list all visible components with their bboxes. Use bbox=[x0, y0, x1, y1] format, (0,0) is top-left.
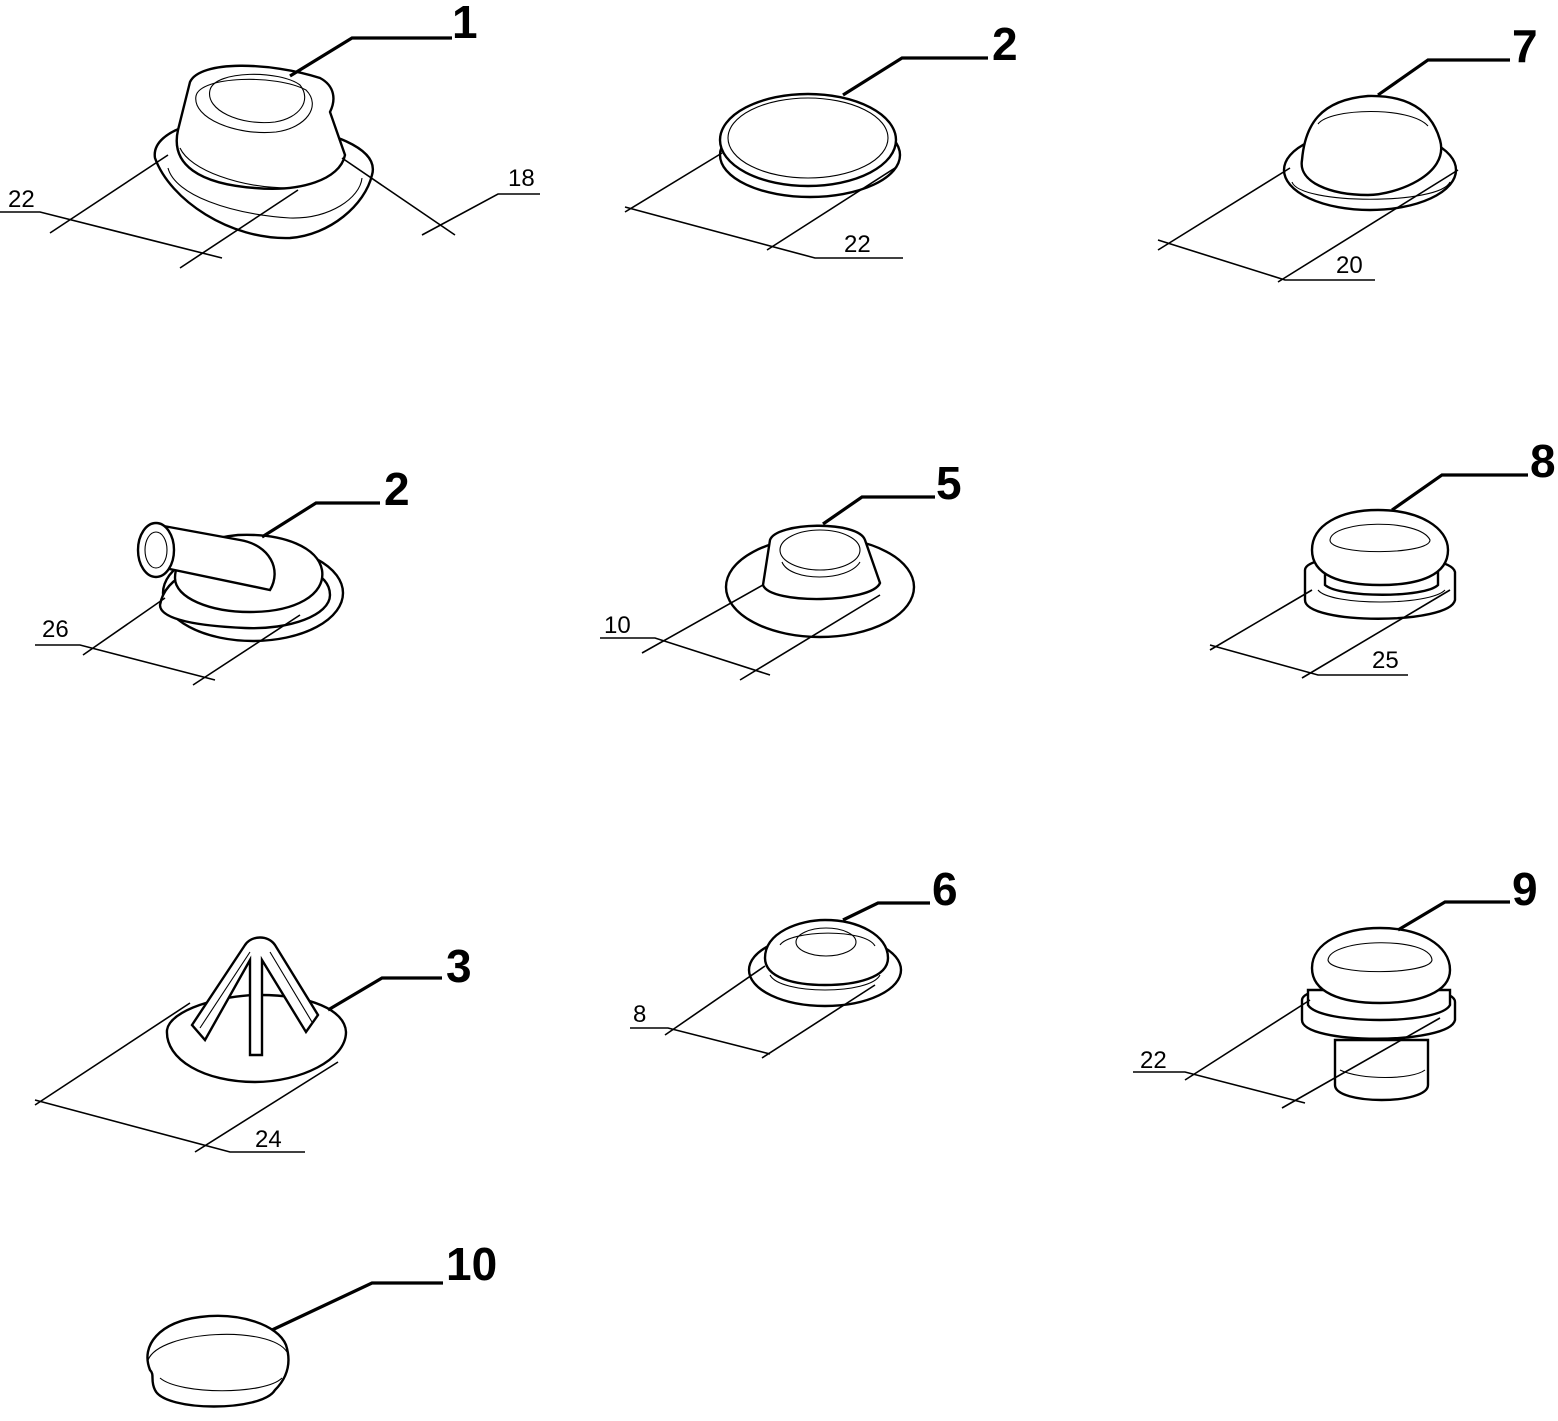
dimension-label: 10 bbox=[604, 612, 631, 639]
callout-label: 9 bbox=[1512, 863, 1538, 915]
part-8: 8 25 bbox=[1209, 435, 1556, 679]
callout-label: 10 bbox=[446, 1238, 497, 1290]
callout-label: 7 bbox=[1512, 20, 1538, 72]
part-6: 6 8 bbox=[630, 863, 958, 1059]
dimension-label: 22 bbox=[1140, 1047, 1167, 1074]
callout-label: 1 bbox=[452, 0, 478, 48]
part-5: 5 10 bbox=[600, 457, 962, 681]
part-2: 2 26 bbox=[35, 463, 410, 686]
dimension-label: 18 bbox=[508, 165, 535, 192]
dimension-label: 22 bbox=[844, 231, 871, 258]
dimension-label: 26 bbox=[42, 616, 69, 643]
callout-label: 2 bbox=[384, 463, 410, 515]
dimension-label: 24 bbox=[255, 1126, 282, 1153]
callout-label: 8 bbox=[1530, 435, 1556, 487]
part-1: 1 22 18 bbox=[0, 0, 540, 269]
dimension-label: 8 bbox=[633, 1001, 646, 1028]
dimension-label: 22 bbox=[8, 186, 35, 213]
callout-label: 2 bbox=[992, 18, 1018, 70]
callout-label: 3 bbox=[446, 940, 472, 992]
part-7: 7 20 bbox=[1157, 20, 1538, 283]
part-9: 9 22 bbox=[1133, 863, 1538, 1109]
dimension-label: 20 bbox=[1336, 252, 1363, 279]
callout-label: 5 bbox=[936, 457, 962, 509]
dimension-label: 25 bbox=[1372, 647, 1399, 674]
part-10: 10 bbox=[146, 1238, 497, 1408]
part-3: 3 24 bbox=[34, 936, 472, 1153]
callout-label: 6 bbox=[932, 863, 958, 915]
part-4: 2 22 bbox=[624, 18, 1018, 259]
